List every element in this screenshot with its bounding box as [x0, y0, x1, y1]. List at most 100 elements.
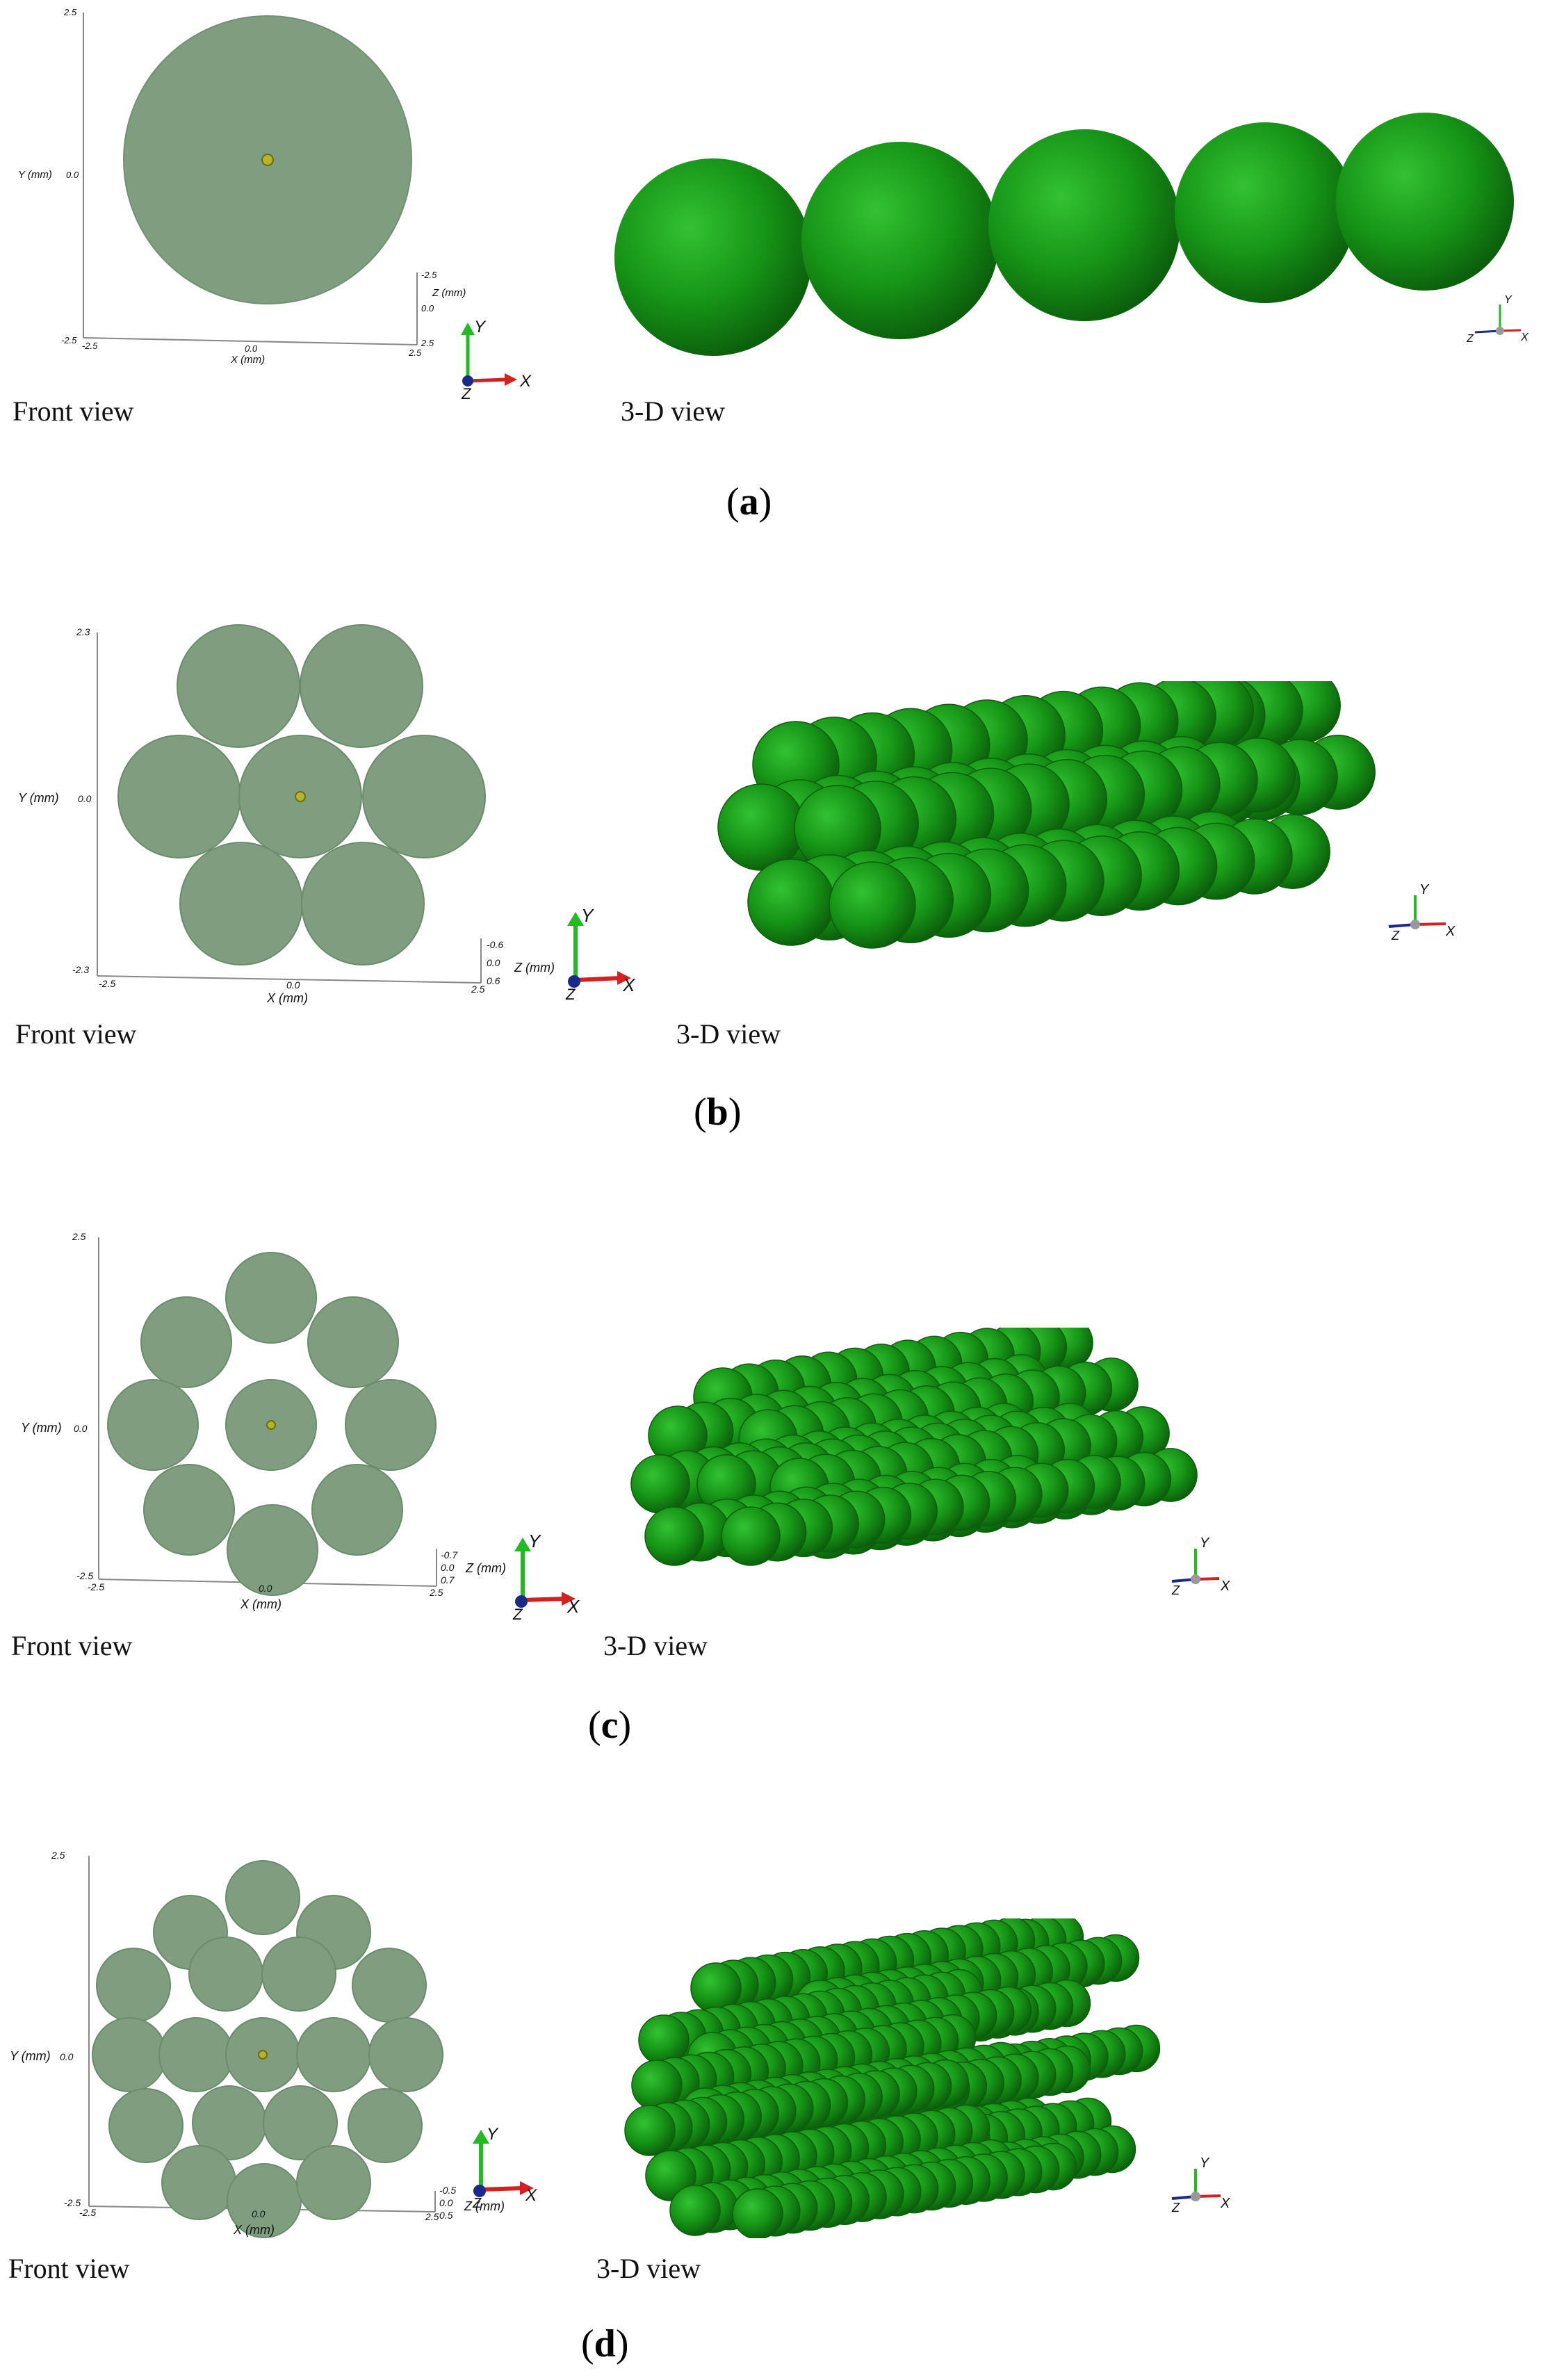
iso-view-caption: 3-D view — [676, 1018, 781, 1050]
y-axis-label: Y (mm) — [18, 169, 52, 181]
panel-d: 2.5 0.0 -2.5 Y (mm) -2.5 0.0 2.5 X (mm) … — [0, 1835, 1541, 2380]
svg-text:-2.5: -2.5 — [64, 2197, 81, 2208]
svg-text:X: X — [1445, 924, 1456, 939]
svg-text:Y: Y — [528, 1531, 541, 1551]
svg-text:Z (mm): Z (mm) — [465, 1561, 506, 1575]
svg-text:X: X — [566, 1596, 580, 1617]
iso-view-caption: 3-D view — [596, 2253, 701, 2284]
front-view-caption: Front view — [8, 2253, 130, 2284]
svg-text:Z: Z — [1171, 1583, 1180, 1597]
iso-sphere — [829, 861, 916, 949]
iso-sphere — [644, 1506, 704, 1566]
svg-text:0.0: 0.0 — [60, 2051, 74, 2062]
front-view-caption: Front view — [11, 1630, 133, 1661]
triad-y: Y — [474, 318, 487, 336]
svg-text:0.0: 0.0 — [78, 793, 92, 804]
front-spheres — [107, 1252, 437, 1596]
svg-text:Y: Y — [1200, 2155, 1210, 2171]
z-tick: 0.0 — [421, 303, 434, 313]
svg-text:0.0: 0.0 — [439, 2197, 453, 2208]
axis-triad-icon: Y X Z — [461, 318, 532, 402]
svg-text:X (mm): X (mm) — [240, 1597, 282, 1611]
front-spheres — [92, 1860, 443, 2238]
iso-sphere — [717, 783, 805, 871]
iso-sphere — [624, 2105, 676, 2156]
svg-text:X: X — [1520, 332, 1529, 343]
panel-label-a: (a) — [726, 480, 772, 523]
svg-text:Z: Z — [512, 1606, 523, 1623]
svg-text:0.0: 0.0 — [252, 2208, 266, 2219]
svg-text:-2.5: -2.5 — [99, 978, 115, 989]
svg-text:Y (mm): Y (mm) — [18, 791, 59, 805]
svg-text:0.6: 0.6 — [487, 975, 500, 986]
iso-view-caption: 3-D view — [621, 396, 725, 427]
z-tick: -2.5 — [421, 270, 437, 280]
panel-b: 2.3 0.0 -2.3 Y (mm) -2.5 0.0 2.5 X (mm) … — [0, 612, 1541, 1154]
front-view-a: 2.5 0.0 -2.5 Y (mm) -2.5 0.0 2.5 X (mm) … — [18, 7, 532, 402]
svg-text:0.0: 0.0 — [259, 1583, 272, 1594]
iso-sphere — [669, 2185, 721, 2236]
svg-text:-2.5: -2.5 — [88, 1581, 104, 1592]
y-tick: 2.5 — [63, 7, 77, 17]
svg-text:Y: Y — [1419, 882, 1430, 897]
triad-z: Z — [461, 385, 472, 402]
svg-text:Z: Z — [565, 986, 576, 1003]
svg-text:Y: Y — [487, 2125, 499, 2144]
svg-text:0.7: 0.7 — [441, 1574, 455, 1586]
front-view-c: 2.5 0.0 -2.5 Y (mm) -2.5 0.0 2.5 X (mm) … — [21, 1231, 580, 1623]
x-tick: -2.5 — [82, 341, 98, 351]
z-axis-label: Z (mm) — [432, 287, 466, 299]
iso-view-c: Y X Z — [630, 1328, 1230, 1597]
axis-triad-icon: Y X Z — [1171, 2155, 1230, 2215]
svg-text:2.5: 2.5 — [429, 1587, 443, 1598]
iso-view-caption: 3-D view — [603, 1630, 708, 1661]
iso-sphere — [721, 1506, 781, 1566]
svg-text:-2.5: -2.5 — [76, 1570, 93, 1581]
svg-text:0.0: 0.0 — [441, 1562, 455, 1573]
panel-c: 2.5 0.0 -2.5 Y (mm) -2.5 0.0 2.5 X (mm) … — [0, 1223, 1541, 1779]
iso-sphere — [747, 858, 835, 946]
svg-text:0.0: 0.0 — [74, 1423, 88, 1434]
svg-text:X (mm): X (mm) — [266, 991, 308, 1005]
svg-text:2.5: 2.5 — [471, 984, 485, 995]
axis-triad-icon: Y X Z — [1466, 294, 1529, 345]
svg-text:2.5: 2.5 — [51, 1850, 65, 1861]
iso-sphere — [732, 2188, 783, 2238]
y-tick: -2.5 — [61, 335, 77, 345]
axis-triad-icon: Y X Z — [1388, 882, 1456, 943]
x-tick: 0.0 — [245, 343, 258, 354]
svg-text:2.5: 2.5 — [72, 1231, 86, 1242]
svg-text:Z: Z — [1391, 929, 1400, 943]
svg-text:-0.5: -0.5 — [439, 2185, 456, 2196]
svg-text:X: X — [1220, 2196, 1230, 2211]
front-spheres — [117, 624, 486, 965]
iso-view-b: Y X Z — [717, 681, 1456, 949]
svg-text:X: X — [1220, 1579, 1230, 1594]
svg-text:-0.7: -0.7 — [441, 1549, 458, 1560]
svg-text:Y: Y — [1200, 1535, 1210, 1551]
front-axes-a — [83, 13, 418, 345]
axis-triad-icon: Y X Z — [565, 905, 636, 1003]
center-marker — [261, 154, 274, 166]
svg-text:2.3: 2.3 — [76, 626, 90, 637]
iso-view-a: Y X Z — [614, 113, 1529, 356]
iso-view-d: Y X Z — [624, 1918, 1230, 2238]
svg-text:Z: Z — [1466, 333, 1474, 345]
iso-sphere — [630, 1454, 690, 1514]
svg-text:Y: Y — [1504, 294, 1513, 306]
y-tick: 0.0 — [66, 170, 79, 180]
svg-text:2.5: 2.5 — [425, 2211, 439, 2222]
svg-text:-2.3: -2.3 — [72, 964, 89, 975]
front-view-d: 2.5 0.0 -2.5 Y (mm) -2.5 0.0 2.5 X (mm) … — [10, 1850, 537, 2238]
svg-text:Z: Z — [472, 2196, 482, 2211]
svg-text:Y: Y — [581, 905, 594, 926]
svg-text:0.0: 0.0 — [487, 957, 500, 968]
triad-x: X — [519, 372, 532, 391]
svg-text:Z: Z — [1171, 2201, 1180, 2215]
svg-text:0.5: 0.5 — [439, 2210, 453, 2221]
front-view-caption: Front view — [15, 1018, 137, 1050]
svg-text:0.0: 0.0 — [286, 979, 300, 991]
z-tick: 2.5 — [421, 338, 434, 348]
svg-text:X: X — [622, 975, 636, 995]
svg-text:X: X — [525, 2186, 537, 2205]
